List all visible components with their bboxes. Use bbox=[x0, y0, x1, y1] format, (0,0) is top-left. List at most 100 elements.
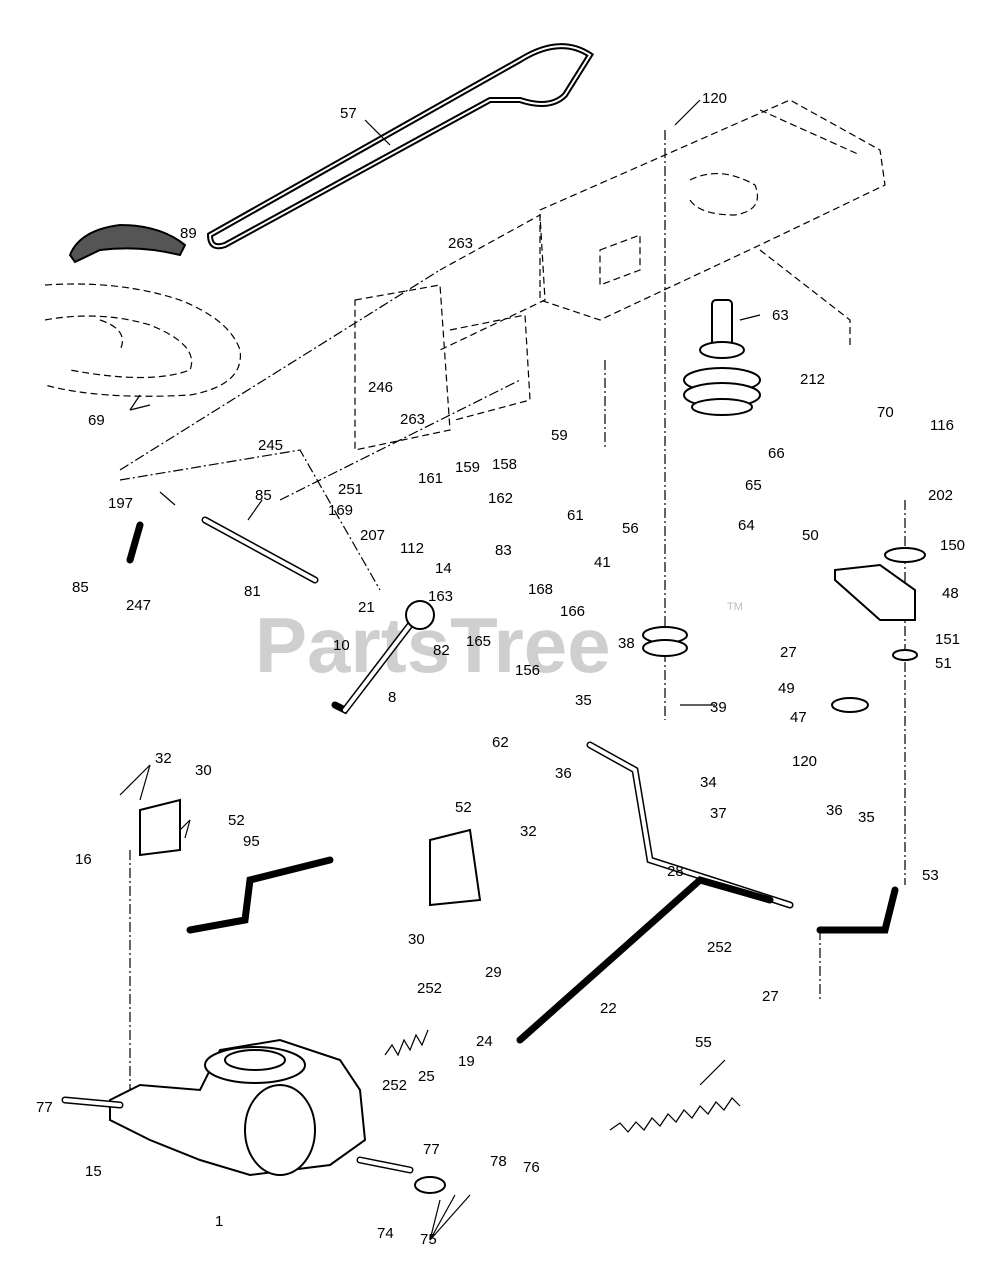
callout-32b: 32 bbox=[520, 823, 537, 840]
callout-150: 150 bbox=[940, 537, 965, 554]
callout-169: 169 bbox=[328, 502, 353, 519]
callout-120b: 120 bbox=[792, 753, 817, 770]
callout-69: 69 bbox=[88, 412, 105, 429]
callout-245: 245 bbox=[258, 437, 283, 454]
callout-112: 112 bbox=[400, 540, 424, 557]
callout-78: 78 bbox=[490, 1153, 507, 1170]
callout-74: 74 bbox=[377, 1225, 394, 1242]
callout-165: 165 bbox=[466, 633, 491, 650]
leader-lines bbox=[119, 99, 761, 1241]
callout-21: 21 bbox=[358, 599, 375, 616]
pulley-assembly bbox=[683, 299, 761, 416]
callout-263b: 263 bbox=[400, 411, 425, 428]
callout-63: 63 bbox=[772, 307, 789, 324]
callout-120: 120 bbox=[702, 90, 727, 107]
callout-8: 8 bbox=[388, 689, 396, 706]
callout-14: 14 bbox=[435, 560, 452, 577]
callout-52b: 52 bbox=[455, 799, 472, 816]
callout-16: 16 bbox=[75, 851, 92, 868]
callout-207: 207 bbox=[360, 527, 385, 544]
callout-25: 25 bbox=[418, 1068, 435, 1085]
callout-30: 30 bbox=[195, 762, 212, 779]
callout-116: 116 bbox=[930, 417, 954, 434]
callout-62: 62 bbox=[492, 734, 509, 751]
callout-212: 212 bbox=[800, 371, 825, 388]
callout-1: 1 bbox=[215, 1213, 223, 1230]
callout-83: 83 bbox=[495, 542, 512, 559]
callout-70: 70 bbox=[877, 404, 894, 421]
callout-81: 81 bbox=[244, 583, 261, 600]
callout-labels: 57 120 89 263 63 212 70 116 69 246 245 2… bbox=[36, 90, 965, 1248]
callout-28: 28 bbox=[667, 863, 684, 880]
callout-82: 82 bbox=[433, 642, 450, 659]
callout-252c: 252 bbox=[382, 1077, 407, 1094]
callout-166: 166 bbox=[560, 603, 585, 620]
callout-49: 49 bbox=[778, 680, 795, 697]
callout-65: 65 bbox=[745, 477, 762, 494]
knob bbox=[405, 600, 435, 630]
fender bbox=[68, 223, 187, 264]
callout-161: 161 bbox=[418, 470, 443, 487]
callout-61: 61 bbox=[567, 507, 584, 524]
shift-rods bbox=[126, 516, 899, 1044]
callout-51: 51 bbox=[935, 655, 952, 672]
callout-53: 53 bbox=[922, 867, 939, 884]
callout-41: 41 bbox=[594, 554, 611, 571]
callout-10: 10 bbox=[333, 637, 350, 654]
callout-202: 202 bbox=[928, 487, 953, 504]
callout-158: 158 bbox=[492, 456, 517, 473]
idler-bracket bbox=[831, 547, 926, 713]
trademark: TM bbox=[727, 601, 743, 613]
body-outline bbox=[44, 283, 241, 397]
callout-27b: 27 bbox=[762, 988, 779, 1005]
callout-35: 35 bbox=[575, 692, 592, 709]
transaxle bbox=[61, 1038, 446, 1194]
callout-30b: 30 bbox=[408, 931, 425, 948]
small-spring bbox=[384, 1029, 429, 1057]
callout-50: 50 bbox=[802, 527, 819, 544]
callout-48: 48 bbox=[942, 585, 959, 602]
callout-57: 57 bbox=[340, 105, 357, 122]
callout-55: 55 bbox=[695, 1034, 712, 1051]
callout-19: 19 bbox=[458, 1053, 475, 1070]
callout-29: 29 bbox=[485, 964, 502, 981]
callout-247: 247 bbox=[126, 597, 151, 614]
callout-85b: 85 bbox=[72, 579, 89, 596]
callout-38: 38 bbox=[618, 635, 635, 652]
callout-52: 52 bbox=[228, 812, 245, 829]
callout-156: 156 bbox=[515, 662, 540, 679]
callout-197: 197 bbox=[108, 495, 133, 512]
callout-22: 22 bbox=[600, 1000, 617, 1017]
callout-24: 24 bbox=[476, 1033, 493, 1050]
callout-89: 89 bbox=[180, 225, 197, 242]
callout-159: 159 bbox=[455, 459, 480, 476]
callout-59: 59 bbox=[551, 427, 568, 444]
idler-pulley bbox=[642, 626, 688, 657]
drive-belt bbox=[206, 43, 595, 250]
callout-64: 64 bbox=[738, 517, 755, 534]
callout-77b: 77 bbox=[423, 1141, 440, 1158]
callout-263: 263 bbox=[448, 235, 473, 252]
callout-75: 75 bbox=[420, 1231, 437, 1248]
callout-56: 56 bbox=[622, 520, 639, 537]
callout-163: 163 bbox=[428, 588, 453, 605]
callout-85: 85 bbox=[255, 487, 272, 504]
callout-252b: 252 bbox=[417, 980, 442, 997]
callout-36b: 36 bbox=[826, 802, 843, 819]
spring bbox=[609, 1097, 741, 1133]
callout-251: 251 bbox=[338, 481, 363, 498]
assembly-lines bbox=[119, 130, 906, 1100]
callout-37: 37 bbox=[710, 805, 727, 822]
callout-77: 77 bbox=[36, 1099, 53, 1116]
mount-brackets bbox=[139, 798, 482, 907]
callout-15: 15 bbox=[85, 1163, 102, 1180]
callout-27: 27 bbox=[780, 644, 797, 661]
callout-34: 34 bbox=[700, 774, 717, 791]
callout-76: 76 bbox=[523, 1159, 540, 1176]
callout-168: 168 bbox=[528, 581, 553, 598]
callout-252: 252 bbox=[707, 939, 732, 956]
callout-47: 47 bbox=[790, 709, 807, 726]
callout-151: 151 bbox=[935, 631, 960, 648]
callout-32: 32 bbox=[155, 750, 172, 767]
